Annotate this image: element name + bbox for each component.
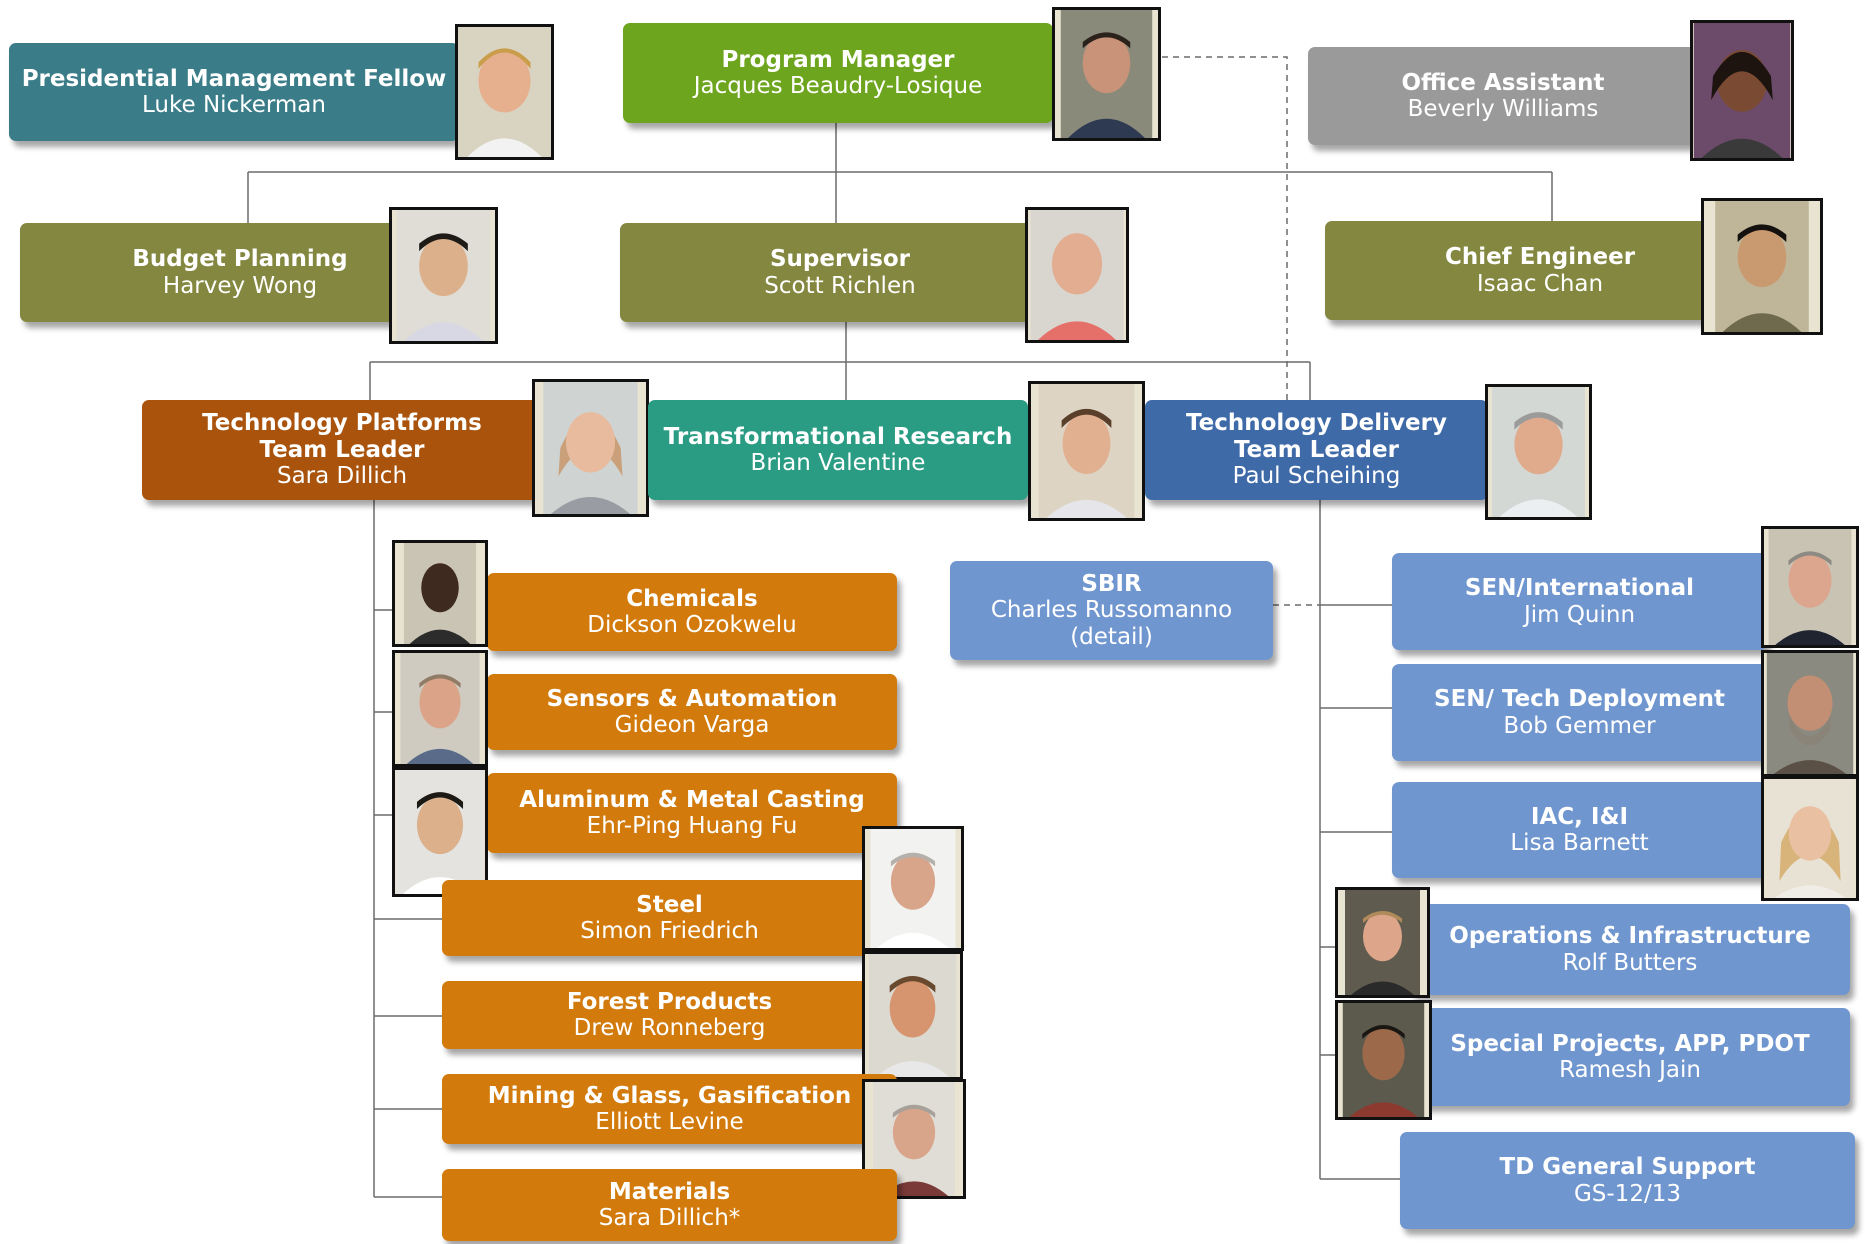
- node-name: Ramesh Jain: [1559, 1057, 1701, 1083]
- node-title: Steel: [636, 891, 703, 918]
- node-steel: Steel Simon Friedrich: [442, 880, 897, 956]
- node-name: Paul Scheihing: [1232, 463, 1401, 490]
- photo-bob-gemmer: [1761, 650, 1859, 777]
- node-title: Operations & Infrastructure: [1449, 923, 1811, 950]
- node-title-2: Team Leader: [1234, 436, 1399, 463]
- node-td-general-support: TD General Support GS-12/13: [1400, 1132, 1855, 1229]
- node-name: Elliott Levine: [595, 1109, 744, 1135]
- node-title: SBIR: [1081, 570, 1142, 597]
- photo-jacques-beaudry-losique: [1052, 7, 1161, 141]
- node-technology-platforms: Technology Platforms Team Leader Sara Di…: [142, 400, 542, 500]
- node-name: Beverly Williams: [1407, 96, 1599, 122]
- node-name: Sara Dillich*: [598, 1205, 741, 1231]
- node-sensors-automation: Sensors & Automation Gideon Varga: [487, 674, 897, 750]
- node-title: Presidential Management Fellow: [21, 65, 447, 92]
- photo-simon-friedrich: [862, 826, 964, 951]
- node-note: (detail): [1070, 623, 1153, 650]
- photo-lisa-barnett: [1761, 776, 1859, 901]
- node-title: Transformational Research: [663, 423, 1013, 450]
- node-operations-infrastructure: Operations & Infrastructure Rolf Butters: [1410, 904, 1850, 995]
- node-title: Chief Engineer: [1444, 244, 1636, 271]
- node-forest-products: Forest Products Drew Ronneberg: [442, 981, 897, 1049]
- photo-dickson-ozokwelu: [392, 540, 488, 647]
- node-name: Ehr-Ping Huang Fu: [586, 813, 798, 839]
- photo-ehr-ping-huang-fu: [392, 767, 488, 897]
- node-name: Simon Friedrich: [580, 918, 759, 944]
- node-name: GS-12/13: [1573, 1180, 1681, 1207]
- photo-isaac-chan: [1701, 198, 1823, 335]
- node-chief-engineer: Chief Engineer Isaac Chan: [1325, 221, 1755, 320]
- node-title-1: Technology Platforms: [202, 410, 482, 437]
- node-chemicals: Chemicals Dickson Ozokwelu: [487, 573, 897, 651]
- node-sen-international: SEN/International Jim Quinn: [1392, 553, 1767, 650]
- photo-paul-scheihing: [1485, 384, 1592, 520]
- photo-beverly-williams: [1690, 20, 1794, 161]
- node-name: Drew Ronneberg: [573, 1015, 766, 1041]
- node-name: Bob Gemmer: [1503, 712, 1656, 739]
- node-name: Jim Quinn: [1523, 601, 1636, 628]
- node-materials: Materials Sara Dillich*: [442, 1169, 897, 1241]
- node-name: Harvey Wong: [162, 272, 318, 299]
- node-name: Dickson Ozokwelu: [587, 612, 797, 638]
- node-presidential-management-fellow: Presidential Management Fellow Luke Nick…: [9, 43, 459, 141]
- node-name: Luke Nickerman: [142, 92, 326, 118]
- node-title: Budget Planning: [132, 246, 348, 273]
- node-title: Program Manager: [721, 46, 955, 73]
- node-name: Gideon Varga: [614, 712, 770, 738]
- node-name: Rolf Butters: [1562, 949, 1698, 976]
- node-name: Lisa Barnett: [1510, 830, 1649, 856]
- node-mining-glass-gasification: Mining & Glass, Gasification Elliott Lev…: [442, 1074, 897, 1144]
- photo-gideon-varga: [392, 650, 488, 767]
- node-title: Office Assistant: [1401, 69, 1605, 96]
- node-title: TD General Support: [1499, 1154, 1756, 1181]
- node-title: Special Projects, APP, PDOT: [1450, 1030, 1810, 1057]
- node-title: SEN/ Tech Deployment: [1434, 686, 1725, 713]
- node-title: Aluminum & Metal Casting: [519, 786, 865, 813]
- node-name: Jacques Beaudry-Losique: [693, 73, 983, 99]
- node-office-assistant: Office Assistant Beverly Williams: [1308, 47, 1698, 145]
- node-transformational-research: Transformational Research Brian Valentin…: [648, 400, 1028, 500]
- photo-harvey-wong: [389, 207, 498, 344]
- node-title: Supervisor: [769, 246, 911, 273]
- photo-luke-nickerman: [455, 24, 554, 160]
- photo-ramesh-jain: [1335, 1000, 1432, 1120]
- node-name: Sara Dillich: [276, 463, 408, 490]
- node-title: SEN/International: [1464, 575, 1695, 602]
- node-title: Sensors & Automation: [546, 685, 838, 712]
- node-title: Forest Products: [566, 988, 773, 1015]
- node-sen-tech-deployment: SEN/ Tech Deployment Bob Gemmer: [1392, 664, 1767, 761]
- node-name: Scott Richlen: [764, 272, 916, 299]
- node-title: Mining & Glass, Gasification: [487, 1082, 852, 1109]
- node-aluminum-metal-casting: Aluminum & Metal Casting Ehr-Ping Huang …: [487, 773, 897, 853]
- node-title-2: Team Leader: [259, 436, 425, 463]
- node-budget-planning: Budget Planning Harvey Wong: [20, 223, 460, 322]
- node-iac-ii: IAC, I&I Lisa Barnett: [1392, 782, 1767, 878]
- photo-drew-ronneberg: [862, 951, 963, 1080]
- photo-jim-quinn: [1761, 526, 1859, 648]
- photo-sara-dillich: [532, 379, 649, 517]
- node-title-1: Technology Delivery: [1186, 410, 1447, 437]
- node-supervisor: Supervisor Scott Richlen: [620, 223, 1060, 322]
- node-name: Brian Valentine: [750, 450, 926, 476]
- node-program-manager: Program Manager Jacques Beaudry-Losique: [623, 23, 1053, 123]
- node-sbir: SBIR Charles Russomanno (detail): [950, 561, 1273, 660]
- photo-scott-richlen: [1025, 207, 1129, 343]
- node-title: Chemicals: [626, 585, 758, 612]
- node-title: Materials: [608, 1178, 731, 1205]
- node-name: Charles Russomanno: [990, 597, 1233, 624]
- node-technology-delivery: Technology Delivery Team Leader Paul Sch…: [1145, 400, 1488, 500]
- photo-rolf-butters: [1335, 887, 1430, 998]
- node-special-projects: Special Projects, APP, PDOT Ramesh Jain: [1410, 1008, 1850, 1106]
- photo-brian-valentine: [1028, 381, 1145, 521]
- node-name: Isaac Chan: [1476, 270, 1604, 297]
- node-title: IAC, I&I: [1530, 803, 1629, 830]
